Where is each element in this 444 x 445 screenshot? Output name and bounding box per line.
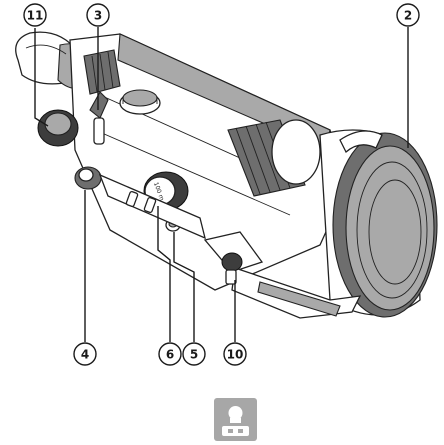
focus-ring: [227, 119, 321, 197]
callout-3: 3: [86, 3, 110, 27]
side-knob: [74, 166, 102, 190]
leader-lines: [34, 27, 409, 342]
diopter-knob: [37, 109, 79, 147]
body-underside: [98, 173, 206, 240]
callout-5: 5: [182, 342, 206, 366]
mount-bracket: [203, 231, 362, 319]
mount-device-icon: [214, 398, 257, 441]
objective-lens: [319, 129, 438, 318]
callouts: 11 3 2 4 6 5 10: [23, 3, 420, 366]
callout-2: 2: [396, 3, 420, 27]
callout-2-label: 2: [404, 9, 412, 23]
callout-6-label: 6: [166, 348, 174, 362]
callout-5-label: 5: [190, 348, 198, 362]
callout-10-label: 10: [227, 348, 244, 362]
callout-3-label: 3: [94, 9, 102, 23]
callout-10: 10: [223, 342, 247, 366]
callout-4: 4: [73, 342, 97, 366]
callout-4-label: 4: [81, 348, 89, 362]
scope-illustration: 100 m: [15, 31, 438, 319]
callout-6: 6: [158, 342, 182, 366]
callout-11-label: 11: [27, 9, 44, 23]
callout-11: 11: [23, 3, 47, 27]
power-button: [119, 89, 161, 115]
lever-switch: [89, 91, 109, 145]
